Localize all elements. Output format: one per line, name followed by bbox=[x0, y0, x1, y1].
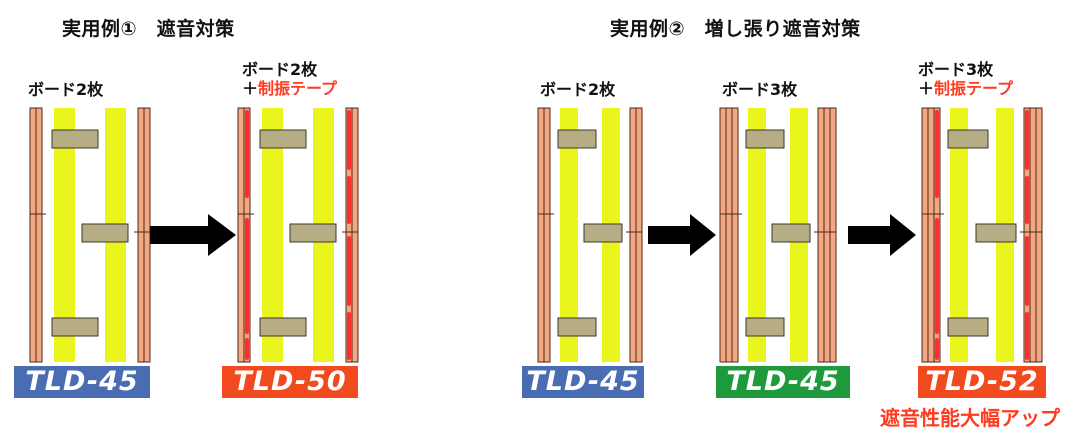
stud bbox=[771, 223, 811, 243]
wall-label-line2: ＋制振テープ bbox=[242, 79, 337, 98]
gypsum-board bbox=[829, 107, 837, 363]
gypsum-board bbox=[635, 107, 643, 363]
gypsum-board bbox=[823, 107, 831, 363]
wall-label-line2: ＋制振テープ bbox=[918, 79, 1013, 98]
gypsum-board bbox=[345, 107, 353, 363]
gypsum-board bbox=[921, 107, 929, 363]
stud bbox=[51, 317, 99, 337]
wall-label-line1: ボード2枚 bbox=[540, 80, 616, 99]
wall-label-line1: ボード2枚 bbox=[242, 60, 318, 79]
gypsum-board bbox=[817, 107, 825, 363]
plus-sign: ＋ bbox=[918, 79, 935, 98]
arrow-right-icon bbox=[150, 214, 236, 256]
wall-diagram-5: ボード3枚 ＋制振テープ bbox=[918, 60, 1013, 98]
wall-diagram-2: ボード2枚 ＋制振テープ bbox=[242, 60, 337, 98]
stud bbox=[557, 129, 597, 149]
rating-badge-5: TLD-52 bbox=[918, 366, 1046, 398]
stud bbox=[259, 129, 307, 149]
gypsum-board bbox=[629, 107, 637, 363]
insulation-layer bbox=[950, 108, 968, 362]
wall-label: ボード2枚 bbox=[540, 80, 615, 99]
gypsum-board bbox=[137, 107, 145, 363]
gypsum-board bbox=[731, 107, 739, 363]
wall-label: ボード3枚 ＋制振テープ bbox=[918, 60, 1013, 98]
stud bbox=[947, 129, 989, 149]
insulation-layer bbox=[54, 108, 75, 362]
insulation-layer bbox=[262, 108, 283, 362]
stud bbox=[289, 223, 337, 243]
gypsum-board bbox=[1029, 107, 1037, 363]
stud bbox=[975, 223, 1017, 243]
gypsum-board bbox=[543, 107, 551, 363]
wall-cross-section-2 bbox=[237, 107, 359, 363]
arrow-right-icon bbox=[648, 214, 716, 256]
wall-label: ボード2枚 ＋制振テープ bbox=[242, 60, 337, 98]
wall-cross-section-3 bbox=[537, 107, 643, 363]
insulation-layer bbox=[748, 108, 766, 362]
gypsum-board bbox=[537, 107, 545, 363]
stud bbox=[259, 317, 307, 337]
wall-cross-section-5 bbox=[921, 107, 1043, 363]
wall-label-line1: ボード3枚 bbox=[918, 60, 994, 79]
gypsum-board bbox=[1023, 107, 1031, 363]
gypsum-board bbox=[927, 107, 935, 363]
insulation-layer bbox=[560, 108, 578, 362]
plus-sign: ＋ bbox=[242, 79, 259, 98]
performance-note: 遮音性能大幅アップ bbox=[880, 406, 1060, 430]
wall-cross-section-1 bbox=[29, 107, 151, 363]
stud bbox=[745, 317, 785, 337]
stud bbox=[583, 223, 623, 243]
rating-badge-2: TLD-50 bbox=[222, 366, 358, 398]
stud bbox=[557, 317, 597, 337]
wall-cross-section-4 bbox=[719, 107, 837, 363]
gypsum-board bbox=[1035, 107, 1043, 363]
gypsum-board bbox=[237, 107, 245, 363]
wall-diagram-3: ボード2枚 bbox=[540, 80, 615, 99]
rating-badge-1: TLD-45 bbox=[14, 366, 150, 398]
stud bbox=[81, 223, 129, 243]
wall-label-line1: ボード3枚 bbox=[722, 80, 798, 99]
damping-tape-label: 制振テープ bbox=[258, 79, 338, 98]
stud bbox=[947, 317, 989, 337]
gypsum-board bbox=[351, 107, 359, 363]
stud bbox=[51, 129, 99, 149]
arrow-right-icon bbox=[848, 214, 916, 256]
gypsum-board bbox=[725, 107, 733, 363]
rating-badge-3: TLD-45 bbox=[522, 366, 644, 398]
wall-label-line1: ボード2枚 bbox=[28, 80, 104, 99]
stud bbox=[745, 129, 785, 149]
rating-badge-4: TLD-45 bbox=[716, 366, 850, 398]
damping-tape-label: 制振テープ bbox=[934, 79, 1014, 98]
wall-label: ボード3枚 bbox=[722, 80, 797, 99]
section-title-1: 実用例① 遮音対策 bbox=[62, 18, 235, 40]
gypsum-board bbox=[35, 107, 43, 363]
section-title-2: 実用例② 増し張り遮音対策 bbox=[610, 18, 861, 40]
gypsum-board bbox=[719, 107, 727, 363]
wall-diagram-4: ボード3枚 bbox=[722, 80, 797, 99]
wall-label: ボード2枚 bbox=[28, 80, 103, 99]
gypsum-board bbox=[29, 107, 37, 363]
